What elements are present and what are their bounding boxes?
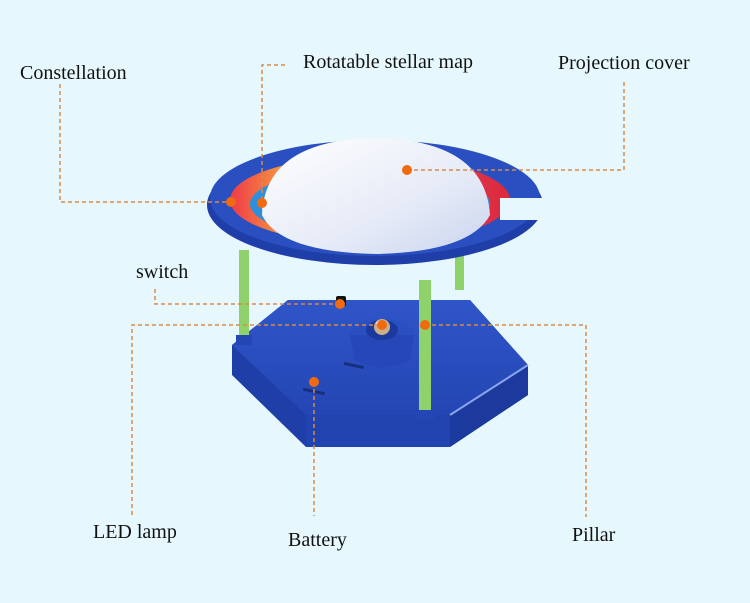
label-pillar: Pillar [572,524,616,546]
pillar-dot [420,320,430,330]
label-rotatable-stellar-map: Rotatable stellar map [303,51,473,73]
label-projection-cover: Projection cover [558,52,690,74]
battery-dot [309,377,319,387]
label-switch: switch [136,261,189,283]
switch-dot [335,299,345,309]
projection-dome [262,138,490,254]
constellation-dot [226,197,236,207]
pillars [236,240,464,420]
callout-dots [226,165,430,387]
label-battery: Battery [288,529,347,551]
base [232,296,529,447]
label-constellation: Constellation [20,62,127,84]
stellar-map-dot [257,198,267,208]
leader-lines [59,64,625,517]
label-led-lamp: LED lamp [93,521,177,543]
led-dot [377,320,387,330]
cover-dot [402,165,412,175]
